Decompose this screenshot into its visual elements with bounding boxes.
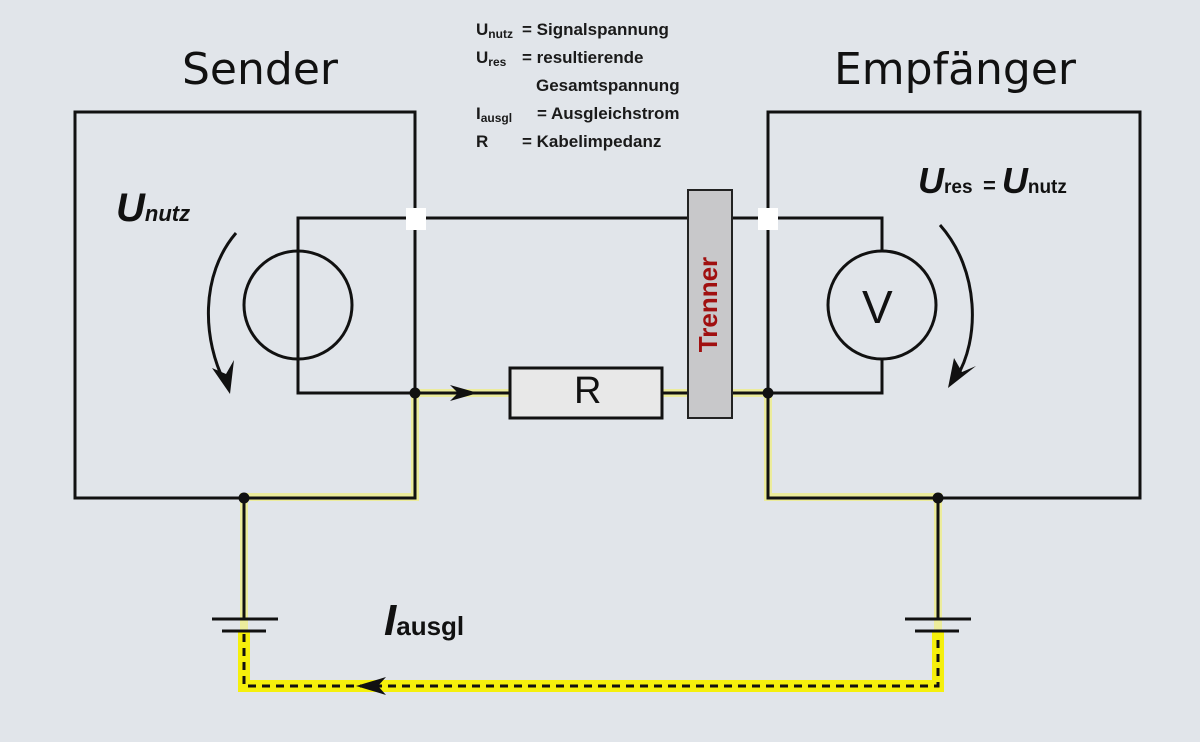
voltmeter-label: V (862, 281, 893, 333)
sender-voltage-label: Unutz (116, 186, 190, 231)
legend-symbol: Ures (476, 48, 507, 69)
voltage-subscript: nutz (144, 201, 191, 226)
voltage-arrow-receiver (938, 224, 974, 379)
voltage-symbol: U (116, 186, 145, 230)
legend-text: Gesamtspannung (536, 76, 680, 95)
receiver-voltage-equation: Ures =Unutz (918, 160, 1067, 202)
voltage-symbol: U (1001, 160, 1028, 201)
receiver-title: Empfänger (834, 44, 1077, 95)
receiver-box (766, 110, 1142, 500)
junction-dot (762, 387, 774, 399)
voltage-arrowhead-receiver (948, 358, 976, 388)
isolator-block (687, 189, 733, 419)
voltage-source-symbol (242, 249, 354, 361)
legend-symbol: R (476, 132, 489, 151)
current-label: Iausgl (384, 596, 464, 646)
legend-text: = resultierende (522, 48, 644, 67)
legend-text: = Kabelimpedanz (522, 132, 662, 151)
legend-text: = Ausgleichstrom (537, 104, 680, 123)
feedthrough-sender (406, 208, 426, 230)
feedthrough-receiver (758, 208, 778, 230)
voltage-subscript: res (944, 177, 973, 198)
legend-symbol: Iausgl (476, 104, 513, 125)
voltage-subscript: nutz (1027, 177, 1067, 198)
current-symbol: I (384, 596, 397, 645)
isolator-label-box: Trenner (686, 190, 732, 418)
current-direction-arrow (450, 385, 478, 401)
voltmeter-symbol (826, 249, 938, 361)
resistor-symbol (508, 366, 664, 420)
equalizing-current-path (242, 634, 940, 688)
current-subscript: ausgl (396, 611, 465, 641)
wire-highlight (240, 389, 942, 630)
equalizing-current-arrow (356, 677, 386, 695)
legend-text: = Signalspannung (522, 20, 669, 39)
voltage-arrowhead-sender (212, 360, 234, 394)
signal-wire-top (296, 216, 688, 358)
voltage-arrow-sender (207, 232, 238, 386)
ground-symbol-receiver (905, 617, 971, 633)
resistor-label: R (574, 370, 602, 412)
signal-wire-top-receiver (732, 216, 884, 250)
voltage-symbol: U (918, 160, 944, 201)
equals-sign: = (982, 173, 996, 198)
ground-symbol-sender (212, 617, 278, 633)
isolator-label: Trenner (693, 256, 724, 352)
junction-dot (409, 387, 421, 399)
sender-title: Sender (182, 44, 338, 95)
current-path-highlight (238, 630, 944, 692)
signal-wire-bottom-sender (296, 358, 512, 395)
signal-wire-bottom-receiver-2 (732, 360, 884, 395)
legend-symbol: Unutz (476, 20, 513, 41)
